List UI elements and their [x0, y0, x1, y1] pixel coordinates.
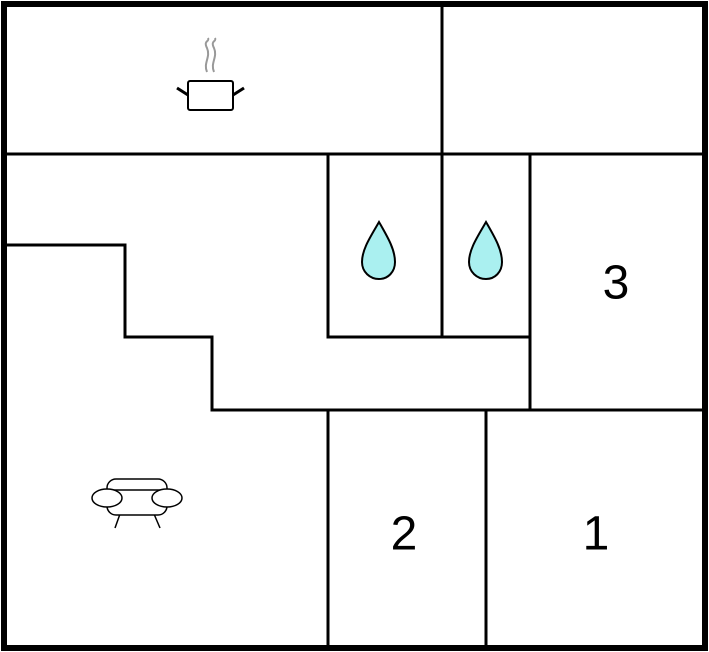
water-drop-icon: [467, 219, 504, 281]
kitchen-pot-icon: [176, 37, 245, 111]
water-drop-icon: [360, 219, 397, 281]
room-label-1: 1: [583, 508, 610, 561]
sofa-icon: [91, 478, 183, 529]
room-label-2: 2: [391, 508, 418, 561]
room-label-3: 3: [603, 257, 630, 310]
